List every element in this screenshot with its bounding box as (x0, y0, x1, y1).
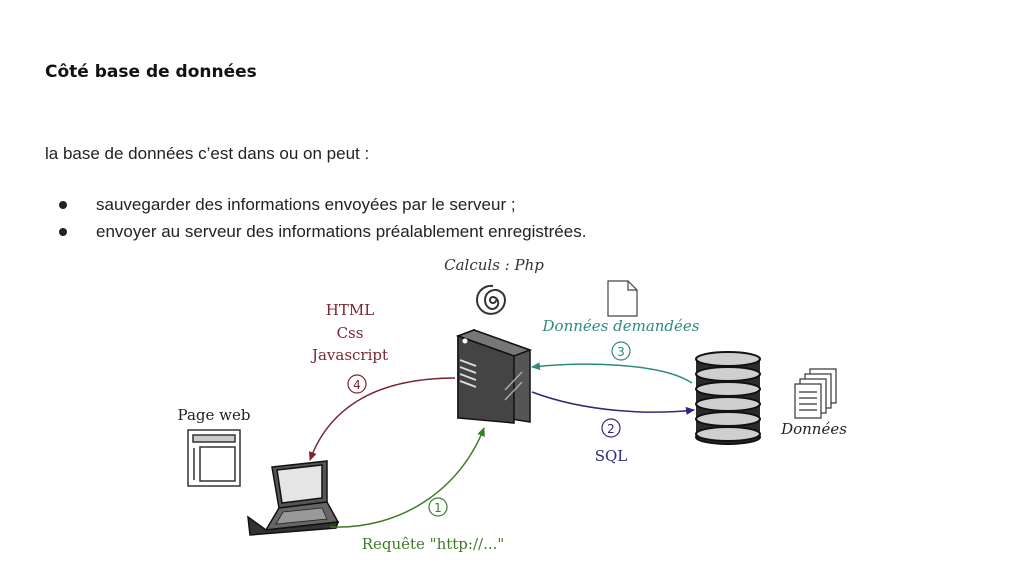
step-1-number: 1 (434, 501, 442, 515)
bullet-dot (59, 201, 67, 209)
bullet-dot (59, 228, 67, 236)
data-requested-label: Données demandées (542, 317, 700, 335)
bullet-item: envoyer au serveur des informations préa… (45, 218, 586, 245)
step-3-badge: 3 (611, 341, 631, 361)
step-4-number: 4 (353, 378, 361, 392)
bullet-text: envoyer au serveur des informations préa… (96, 222, 587, 241)
laptop-icon (247, 460, 340, 536)
html-label: HTML (326, 301, 374, 319)
data-label: Données (780, 420, 847, 438)
step-2-badge: 2 (601, 418, 621, 438)
javascript-label: Javascript (310, 346, 388, 364)
step-3-number: 3 (617, 345, 625, 359)
database-icon (695, 351, 761, 445)
document-icon (607, 280, 638, 317)
calc-label: Calculs : Php (444, 256, 544, 274)
web-page-icon (187, 429, 241, 487)
bullet-list: sauvegarder des informations envoyées pa… (45, 191, 586, 245)
arrow-data-return (531, 362, 693, 384)
server-icon (455, 328, 533, 424)
step-1-badge: 1 (428, 497, 448, 517)
step-2-number: 2 (607, 422, 615, 436)
spiral-icon (476, 284, 507, 315)
bullet-text: sauvegarder des informations envoyées pa… (96, 195, 516, 214)
data-files-icon (794, 368, 837, 419)
arrow-sql-query (531, 391, 695, 415)
intro-text: la base de données c’est dans ou on peut… (45, 144, 370, 163)
page-web-label: Page web (178, 406, 251, 424)
sql-label: SQL (595, 447, 628, 465)
css-label: Css (337, 324, 364, 342)
bullet-item: sauvegarder des informations envoyées pa… (45, 191, 586, 218)
step-4-badge: 4 (347, 374, 367, 394)
request-label: Requête "http://..." (362, 535, 505, 553)
arrow-response (308, 377, 456, 461)
arrow-request (329, 427, 485, 528)
slide-title: Côté base de données (45, 62, 257, 82)
